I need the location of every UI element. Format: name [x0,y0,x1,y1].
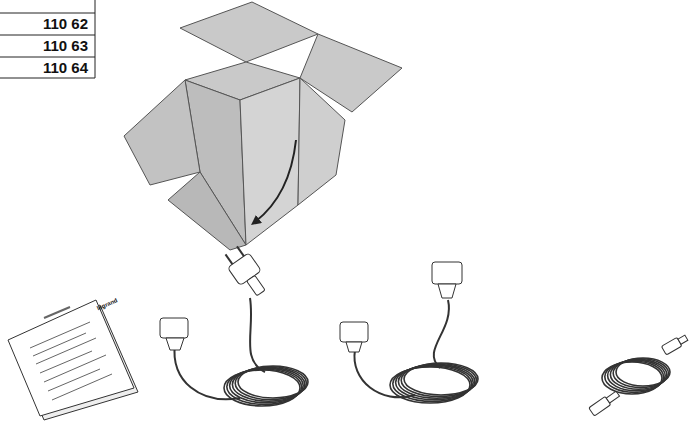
unpack-arrow [255,140,296,222]
power-cable-schuko [160,243,308,406]
table-cell: 110 63 [2,37,88,54]
usb-cable [589,333,689,416]
cardboard-box [124,2,402,250]
table-cell: 110 64 [2,59,88,76]
manual [8,300,138,420]
power-cable-iec [340,262,478,403]
table [0,0,95,78]
brand-name: legrand [96,297,118,311]
table-cell: 110 62 [2,15,88,32]
